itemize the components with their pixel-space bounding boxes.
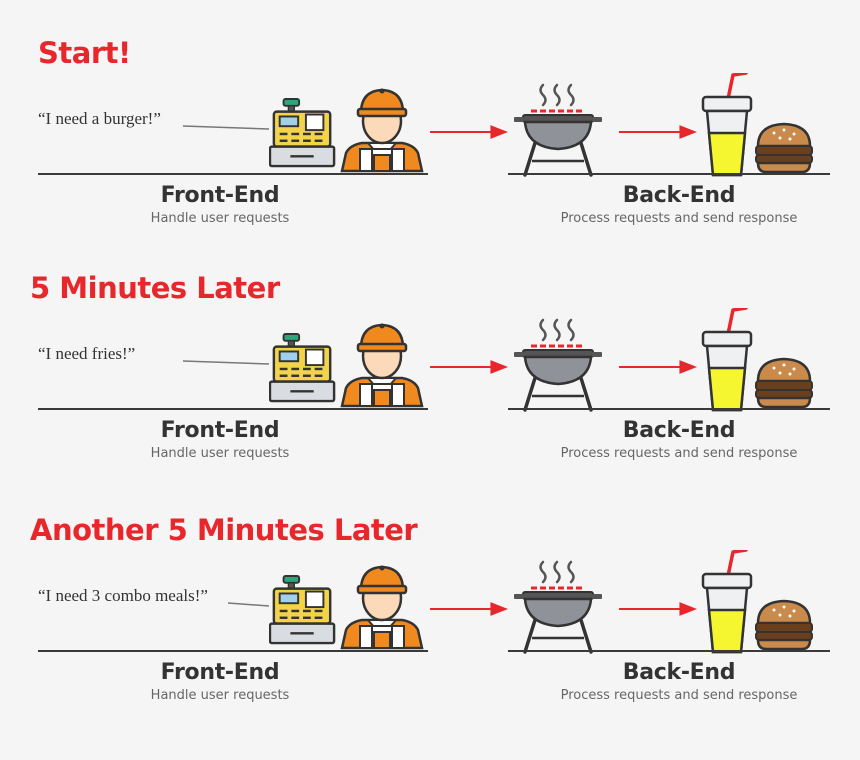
back-end-label: Back-End — [622, 418, 736, 443]
arrow-icon — [619, 125, 697, 139]
front-end-description: Handle user requests — [150, 211, 290, 226]
back-end-label: Back-End — [622, 183, 736, 208]
front-end-label: Front-End — [160, 660, 280, 685]
cashier-icon — [340, 85, 424, 173]
customer-quote: “I need a burger!” — [38, 109, 161, 128]
drink-icon — [700, 73, 754, 177]
leader-line — [183, 125, 269, 130]
front-end-line — [38, 173, 428, 175]
front-end-line — [38, 408, 428, 410]
customer-quote: “I need fries!” — [38, 344, 136, 363]
front-end-line — [38, 650, 428, 652]
grill-icon — [513, 81, 603, 179]
leader-line — [183, 360, 269, 365]
arrow-icon — [430, 602, 508, 616]
cash-register-icon — [269, 97, 337, 169]
grill-icon — [513, 316, 603, 414]
burger-icon — [754, 357, 814, 409]
arrow-icon — [430, 360, 508, 374]
back-end-line — [508, 650, 830, 652]
leader-line — [228, 602, 269, 607]
section-title: 5 Minutes Later — [30, 271, 280, 305]
back-end-line — [508, 173, 830, 175]
front-end-label: Front-End — [160, 183, 280, 208]
scenario-5-minutes-later: 5 Minutes Later “I need fries!” Front-En… — [0, 268, 860, 508]
arrow-icon — [619, 360, 697, 374]
grill-icon — [513, 558, 603, 656]
scenario-another-5-minutes-later: Another 5 Minutes Later “I need 3 combo … — [0, 510, 860, 750]
arrow-icon — [619, 602, 697, 616]
burger-icon — [754, 122, 814, 174]
section-title: Another 5 Minutes Later — [30, 513, 418, 547]
drink-icon — [700, 550, 754, 654]
cash-register-icon — [269, 574, 337, 646]
front-end-description: Handle user requests — [150, 446, 290, 461]
back-end-description: Process requests and send response — [560, 688, 798, 703]
back-end-description: Process requests and send response — [560, 211, 798, 226]
front-end-description: Handle user requests — [150, 688, 290, 703]
front-end-label: Front-End — [160, 418, 280, 443]
cashier-icon — [340, 320, 424, 408]
cash-register-icon — [269, 332, 337, 404]
back-end-line — [508, 408, 830, 410]
scenario-start: Start! “I need a burger!” Front-End Hand… — [0, 33, 860, 273]
burger-icon — [754, 599, 814, 651]
cashier-icon — [340, 562, 424, 650]
back-end-label: Back-End — [622, 660, 736, 685]
customer-quote: “I need 3 combo meals!” — [38, 586, 208, 605]
arrow-icon — [430, 125, 508, 139]
back-end-description: Process requests and send response — [560, 446, 798, 461]
drink-icon — [700, 308, 754, 412]
section-title: Start! — [38, 36, 131, 70]
